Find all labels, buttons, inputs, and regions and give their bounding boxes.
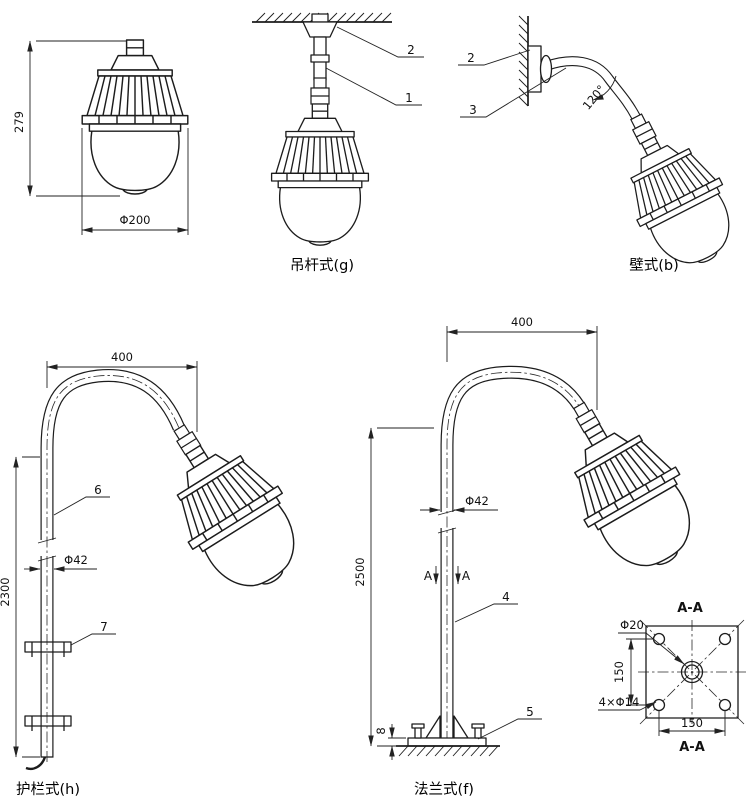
caption-pendant: 吊杆式(g) [290, 257, 354, 274]
dim-flange-height: 2500 [353, 557, 367, 586]
dim-guardrail-pipe: Φ42 [64, 553, 88, 567]
dim-flange-reach: 400 [511, 315, 533, 329]
gusset-left [425, 715, 441, 739]
dim-flange-pipe: Φ42 [465, 494, 489, 508]
section-footer: A-A [679, 740, 705, 755]
dim-bend-angle: 120° [580, 82, 609, 112]
lamp-drawing [545, 400, 716, 589]
anchor-bolt-left [411, 723, 425, 739]
view-lamp-outline: 279 Φ200 [12, 39, 189, 235]
section-title: A-A [677, 601, 703, 616]
part-label-7: 7 [100, 620, 108, 634]
lamp-drawing [606, 118, 750, 282]
dim-center-hole: Φ20 [620, 618, 644, 632]
dim-plate-thickness: 8 [374, 727, 388, 734]
part-label-1: 1 [405, 91, 413, 105]
flange-lamp-assembly [545, 400, 716, 589]
dim-lamp-diameter: Φ200 [119, 213, 150, 227]
ceiling-anchor [311, 13, 329, 23]
view-flange-mount: 400 Φ42 A A 2500 8 4 5 法兰式(f) [353, 315, 716, 798]
lamp-drawing [270, 103, 370, 246]
pendant-lamp-assembly [270, 77, 370, 246]
ceiling-cup [302, 21, 338, 38]
part-label-3: 3 [469, 103, 477, 117]
wall-plate [527, 45, 542, 93]
base-plate-outline [645, 625, 739, 719]
dim-bolt-spacing-v: 150 [612, 661, 626, 683]
coupling [310, 77, 330, 105]
view-guardrail-mount: 400 Φ42 2300 6 7 护栏式(h) [0, 350, 321, 798]
gusset-right [453, 715, 469, 739]
wall-lamp-assembly [606, 112, 750, 282]
angle-arc [592, 75, 617, 101]
pole-centerline [46, 375, 180, 762]
bolt-hole [718, 632, 732, 646]
arm-flange [539, 54, 553, 84]
part-label-4: 4 [502, 590, 510, 604]
lamp-drawing [147, 421, 321, 610]
view-section-aa: A-A Φ20 150 4×Φ14 150 A-A [598, 601, 746, 755]
part-label-2: 2 [467, 51, 475, 65]
ground-hatching [398, 745, 499, 757]
pole-centerline [446, 371, 580, 742]
rail-clamp-lower [24, 715, 72, 731]
base-plate [407, 737, 487, 747]
cable-tail [25, 756, 47, 771]
caption-wall: 壁式(b) [629, 257, 679, 274]
bolt-hole [652, 632, 666, 646]
rod-collar [310, 54, 330, 63]
view-pendant-mount: 2 1 吊杆式(g) [252, 12, 424, 274]
dim-guardrail-height: 2300 [0, 577, 12, 606]
bolt-hole [718, 698, 732, 712]
section-letter-right: A [462, 569, 471, 583]
anchor-bolt-right [471, 723, 485, 739]
rail-clamp-upper [24, 641, 72, 657]
lamp-drawing [81, 39, 189, 195]
dim-guardrail-reach: 400 [111, 350, 133, 364]
pipe-outer-circle [680, 660, 704, 684]
section-letter-left: A [424, 569, 433, 583]
dim-bolt-holes: 4×Φ14 [599, 695, 640, 709]
caption-guardrail: 护栏式(h) [16, 781, 80, 798]
guardrail-lamp-assembly [147, 421, 321, 610]
dim-bolt-spacing-h: 150 [681, 716, 703, 730]
part-label-2: 2 [407, 43, 415, 57]
part-label-5: 5 [526, 705, 534, 719]
view-wall-mount: 120° 2 3 壁式(b) [458, 15, 750, 282]
wall-hatching [518, 15, 529, 107]
part-label-6: 6 [94, 483, 102, 497]
caption-flange: 法兰式(f) [414, 781, 474, 798]
bolt-hole [652, 698, 666, 712]
dim-lamp-height: 279 [12, 111, 26, 133]
flange-pole-upper [440, 365, 585, 512]
pipe-inner-circle [684, 664, 700, 680]
